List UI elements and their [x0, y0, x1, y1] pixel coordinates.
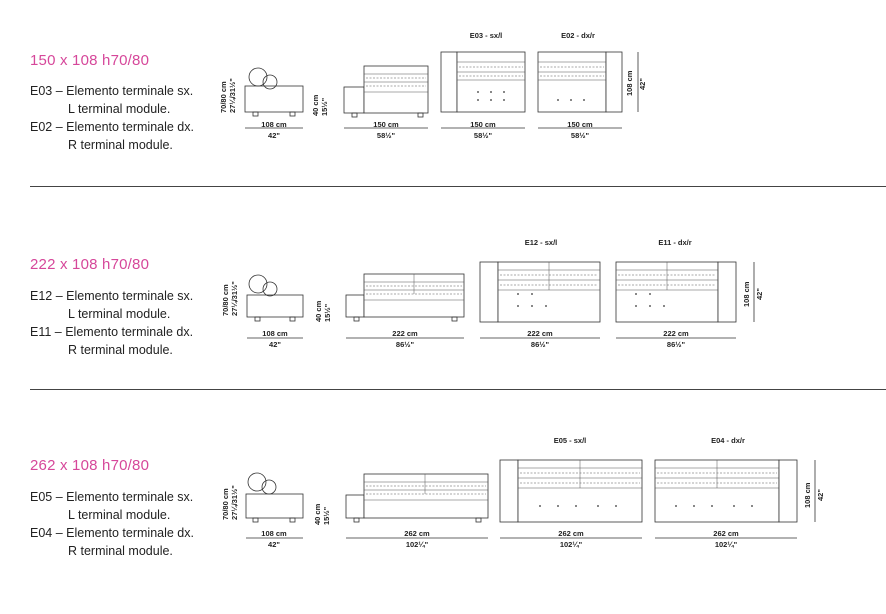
- front-width-in: 58½": [377, 131, 396, 140]
- side-view-drawing: 70/80 cm 27¼/31½" 108 cm 42": [219, 67, 304, 140]
- front-width-cm: 262 cm: [404, 529, 430, 538]
- plan-right-width-in: 58½": [571, 131, 590, 140]
- plan-right-width-cm: 222 cm: [663, 329, 689, 338]
- depth-cm: 108 cm: [262, 329, 288, 338]
- plan-left-width-cm: 222 cm: [527, 329, 553, 338]
- plan-left-width-in: 86½": [531, 340, 550, 349]
- plan-right-width-in: 102¼": [715, 540, 738, 549]
- module-section-3: 262 x 108 h70/80 E05 – Elemento terminal…: [0, 390, 886, 614]
- module-section-1: 150 x 108 h70/80 E03 – Elemento terminal…: [0, 0, 886, 190]
- height-label: 70/80 cm: [221, 284, 230, 316]
- front-view-drawing: 150 cm 58½": [343, 65, 429, 140]
- module-description: E03 – Elemento terminale sx. L terminal …: [30, 82, 194, 154]
- depth-cm: 108 cm: [261, 529, 287, 538]
- plan-depth-in: 42": [638, 78, 647, 90]
- plan-view-right: E04 - dx/r 262 cm 102¼" 108 cm 42": [654, 436, 825, 549]
- seat-height-drawing: 40 cm 15½": [314, 300, 332, 322]
- front-width-in: 102¼": [406, 540, 429, 549]
- module-code-left: E12 – Elemento terminale sx.: [30, 289, 194, 303]
- plan-right-width-cm: 150 cm: [567, 120, 593, 129]
- depth-in: 42": [268, 131, 280, 140]
- depth-in: 42": [269, 340, 281, 349]
- front-view-drawing: 222 cm 86½": [345, 273, 465, 349]
- plan-left-width-in: 102¼": [560, 540, 583, 549]
- plan-left-label: E05 - sx/l: [554, 436, 587, 445]
- technical-drawing: 70/80 cm 27¼/31½" 108 cm 42" 40 cm 15½": [221, 238, 764, 349]
- technical-drawing: 70/80 cm 27¼/31½" 108 cm 42" 40 cm 15½": [219, 31, 647, 140]
- module-code-left: E05 – Elemento terminale sx.: [30, 490, 194, 504]
- plan-depth-in: 42": [755, 288, 764, 300]
- plan-left-width-cm: 262 cm: [558, 529, 584, 538]
- plan-right-label: E11 - dx/r: [658, 238, 691, 247]
- module-name-left: L terminal module.: [68, 307, 171, 321]
- plan-right-width-in: 86½": [667, 340, 686, 349]
- module-description: E12 – Elemento terminale sx. L terminal …: [30, 287, 193, 359]
- module-name-right: R terminal module.: [68, 544, 173, 558]
- module-name-left: L terminal module.: [68, 102, 171, 116]
- module-code-right: E04 – Elemento terminale dx.: [30, 526, 194, 540]
- height-label-inches: 27¼/31½": [228, 78, 237, 113]
- plan-view-left: E05 - sx/l 262 cm 102¼": [499, 436, 643, 549]
- seat-height-in: 15½": [323, 303, 332, 322]
- module-code-left: E03 – Elemento terminale sx.: [30, 84, 194, 98]
- seat-height-drawing: 40 cm 15½": [313, 503, 331, 525]
- module-description: E05 – Elemento terminale sx. L terminal …: [30, 488, 194, 560]
- module-code-right: E02 – Elemento terminale dx.: [30, 120, 194, 134]
- height-label: 70/80 cm: [219, 81, 228, 113]
- plan-depth-in: 42": [816, 489, 825, 501]
- plan-view-right: E02 - dx/r 150 cm 58½" 108 cm 42": [537, 31, 647, 140]
- plan-right-label: E04 - dx/r: [711, 436, 745, 445]
- height-label: 70/80 cm: [221, 488, 230, 520]
- technical-drawing: 70/80 cm 27¼/31½" 108 cm 42" 40 cm 15½": [221, 436, 825, 549]
- plan-depth-cm: 108 cm: [742, 281, 751, 307]
- seat-height-in: 15½": [322, 506, 331, 525]
- plan-left-label: E12 - sx/l: [525, 238, 558, 247]
- plan-view-left: E12 - sx/l 222 cm 86½": [479, 238, 601, 349]
- dimensions-title: 150 x 108 h70/80: [30, 52, 150, 69]
- seat-height-cm: 40 cm: [314, 300, 323, 322]
- module-name-right: R terminal module.: [68, 343, 173, 357]
- plan-left-label: E03 - sx/l: [470, 31, 503, 40]
- dimensions-title: 222 x 108 h70/80: [30, 256, 150, 273]
- seat-height-in: 15½": [320, 97, 329, 116]
- front-view-drawing: 262 cm 102¼": [345, 473, 489, 549]
- module-section-2: 222 x 108 h70/80 E12 – Elemento terminal…: [0, 190, 886, 390]
- module-name-left: L terminal module.: [68, 508, 171, 522]
- plan-left-width-in: 58½": [474, 131, 493, 140]
- plan-depth-cm: 108 cm: [625, 70, 634, 96]
- seat-height-cm: 40 cm: [311, 94, 320, 116]
- seat-height-cm: 40 cm: [313, 503, 322, 525]
- seat-height-drawing: 40 cm 15½": [311, 94, 329, 116]
- dimensions-title: 262 x 108 h70/80: [30, 457, 150, 474]
- height-label-inches: 27¼/31½": [230, 485, 239, 520]
- section-divider: [30, 389, 886, 390]
- section-divider: [30, 186, 886, 187]
- depth-cm: 108 cm: [261, 120, 287, 129]
- depth-in: 42": [268, 540, 280, 549]
- plan-view-left: E03 - sx/l 150 cm 58½": [440, 31, 526, 140]
- plan-view-right: E11 - dx/r 222 cm 86½" 108 cm 42": [615, 238, 764, 349]
- front-width-cm: 150 cm: [373, 120, 399, 129]
- height-label-inches: 27¼/31½": [230, 281, 239, 316]
- front-width-in: 86½": [396, 340, 415, 349]
- plan-left-width-cm: 150 cm: [470, 120, 496, 129]
- plan-right-label: E02 - dx/r: [561, 31, 595, 40]
- front-width-cm: 222 cm: [392, 329, 418, 338]
- side-view-drawing: 70/80 cm 27¼/31½" 108 cm 42": [221, 472, 304, 549]
- plan-depth-cm: 108 cm: [803, 482, 812, 508]
- plan-right-width-cm: 262 cm: [713, 529, 739, 538]
- side-view-drawing: 70/80 cm 27¼/31½" 108 cm 42": [221, 274, 304, 349]
- module-name-right: R terminal module.: [68, 138, 173, 152]
- module-code-right: E11 – Elemento terminale dx.: [30, 325, 194, 339]
